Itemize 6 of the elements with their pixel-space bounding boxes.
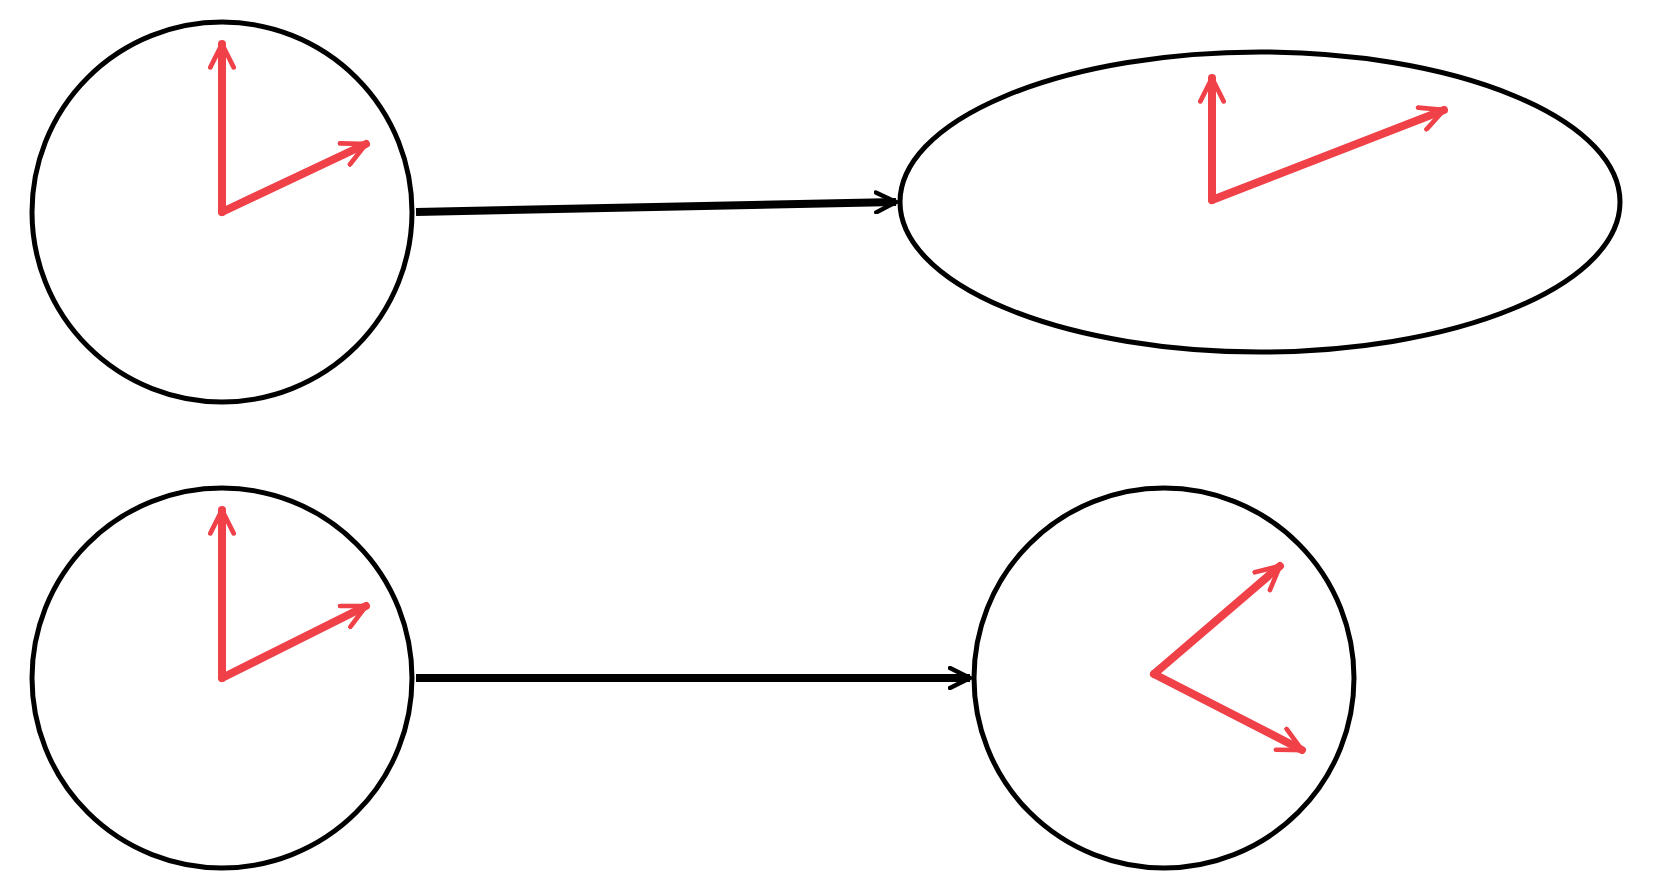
circle-shape: [24, 14, 420, 410]
arrow: [416, 665, 973, 691]
circle-shape: [966, 480, 1362, 876]
ellipse-shape: [892, 44, 1628, 360]
circle-shape: [24, 480, 420, 876]
arrow: [415, 190, 899, 216]
